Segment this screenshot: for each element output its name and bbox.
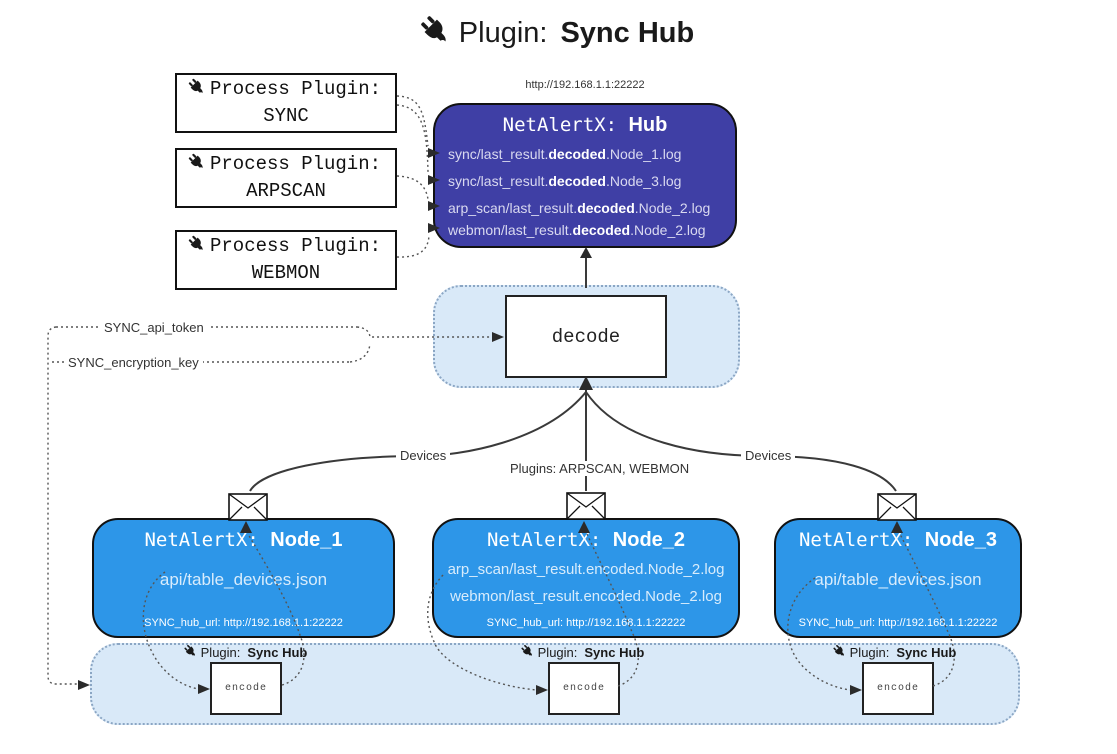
page-title: Plugin: Sync Hub — [0, 14, 1117, 52]
hub-box: NetAlertX: Hub sync/last_result.decoded.… — [433, 103, 737, 248]
encode-box-1: encode — [210, 662, 282, 715]
title-name: Sync Hub — [560, 16, 695, 49]
plug-icon — [184, 231, 215, 262]
devices-right-label: Devices — [741, 448, 796, 463]
process-plugin-label: Process Plugin: — [209, 153, 382, 175]
title-label: Plugin: — [458, 16, 548, 49]
sync-api-token-label: SYNC_api_token — [100, 320, 208, 335]
encode-box-3: encode — [862, 662, 934, 715]
process-plugin-name: WEBMON — [251, 262, 321, 284]
node-2-box: NetAlertX: Node_2 arp_scan/last_result.e… — [432, 518, 740, 638]
hub-title: NetAlertX: Hub — [502, 114, 668, 136]
plug-icon — [181, 642, 202, 663]
node-hub-url: SYNC_hub_url: http://192.168.1.1:22222 — [486, 617, 686, 629]
node-title: NetAlertX: Node_2 — [486, 529, 686, 551]
hub-log: sync/last_result.decoded.Node_3.log — [448, 173, 682, 189]
hub-log: arp_scan/last_result.decoded.Node_2.log — [448, 200, 711, 216]
node-hub-url: SYNC_hub_url: http://192.168.1.1:22222 — [798, 617, 998, 629]
encode-plugin-label-3: Plugin:Sync Hub — [805, 644, 985, 660]
envelope-icon — [228, 493, 268, 521]
encode-label: encode — [876, 683, 919, 694]
envelope-icon — [566, 492, 606, 520]
node-hub-url: SYNC_hub_url: http://192.168.1.1:22222 — [144, 617, 343, 629]
encode-plugin-label-2: Plugin:Sync Hub — [493, 644, 673, 660]
node-file: arp_scan/last_result.encoded.Node_2.log — [447, 561, 725, 578]
node-title: NetAlertX: Node_1 — [144, 529, 343, 551]
plug-icon — [184, 74, 215, 105]
envelope-icon — [877, 493, 917, 521]
hub-log: sync/last_result.decoded.Node_1.log — [448, 146, 682, 162]
hub-log: webmon/last_result.decoded.Node_2.log — [448, 222, 706, 238]
process-plugin-arpscan: Process Plugin: ARPSCAN — [175, 148, 397, 208]
node-1-box: NetAlertX: Node_1 api/table_devices.json… — [92, 518, 395, 638]
devices-left-label: Devices — [396, 448, 451, 463]
node-3-box: NetAlertX: Node_3 api/table_devices.json… — [774, 518, 1022, 638]
process-plugin-sync: Process Plugin: SYNC — [175, 73, 397, 133]
decode-label: decode — [551, 325, 621, 348]
encode-plugin-label-1: Plugin:Sync Hub — [156, 644, 336, 660]
hub-url: http://192.168.1.1:22222 — [525, 79, 645, 91]
plug-icon — [830, 642, 851, 663]
process-plugin-label: Process Plugin: — [209, 78, 382, 100]
node-file: api/table_devices.json — [159, 570, 328, 589]
process-plugin-webmon: Process Plugin: WEBMON — [175, 230, 397, 290]
process-plugin-name: ARPSCAN — [246, 180, 326, 202]
encode-label: encode — [224, 683, 267, 694]
node-file: api/table_devices.json — [814, 570, 982, 589]
process-plugin-label: Process Plugin: — [209, 235, 382, 257]
plugins-middle-label: Plugins: ARPSCAN, WEBMON — [506, 461, 694, 476]
plug-icon — [518, 642, 539, 663]
plug-icon — [414, 9, 462, 57]
sync-encryption-key-label: SYNC_encryption_key — [64, 355, 203, 370]
encode-label: encode — [562, 683, 605, 694]
plug-icon — [184, 149, 215, 180]
decode-box: decode — [505, 295, 667, 378]
node-title: NetAlertX: Node_3 — [798, 529, 998, 551]
node-file: webmon/last_result.encoded.Node_2.log — [450, 588, 722, 605]
process-plugin-name: SYNC — [263, 105, 309, 127]
decode-to-hub-arrow — [580, 247, 592, 288]
encode-box-2: encode — [548, 662, 620, 715]
